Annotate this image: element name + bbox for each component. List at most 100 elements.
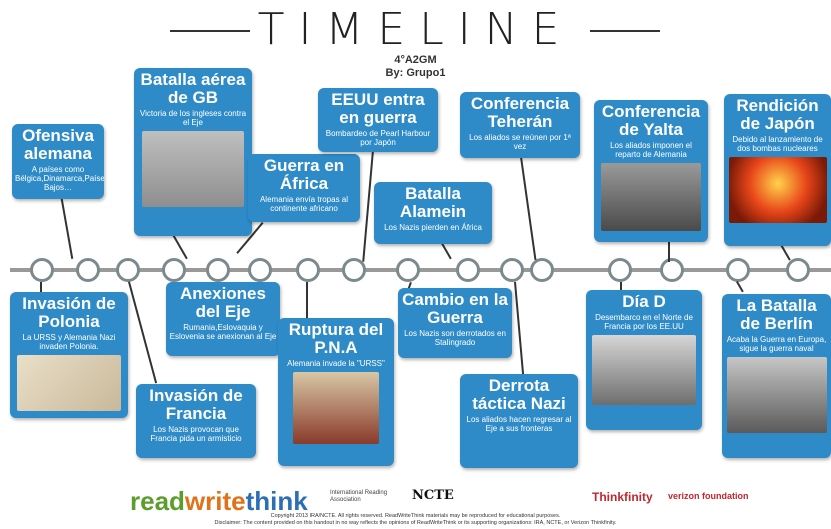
timeline-node bbox=[530, 258, 554, 282]
event-card-cambio[interactable]: Cambio en la Guerra Los Nazis son derrot… bbox=[398, 288, 512, 358]
timeline-node bbox=[30, 258, 54, 282]
event-title: EEUU entra en guerra bbox=[331, 90, 425, 127]
timeline-node bbox=[248, 258, 272, 282]
class-label: 4°A2GM bbox=[394, 54, 437, 66]
timeline-axis bbox=[10, 268, 831, 272]
event-title: Rendición de Japón bbox=[736, 96, 819, 133]
propaganda-poster bbox=[293, 372, 379, 444]
connector bbox=[736, 281, 744, 293]
connector bbox=[780, 244, 791, 261]
event-card-anexiones[interactable]: Anexiones del Eje Rumania,Eslovaquia y E… bbox=[166, 282, 280, 356]
event-desc: Rumania,Eslovaquia y Eslovenia se anexio… bbox=[169, 323, 277, 341]
event-title: Derrota táctica Nazi bbox=[472, 376, 566, 413]
verizon-logo[interactable]: verizon foundation bbox=[668, 491, 749, 501]
event-title: Invasión de Polonia bbox=[22, 294, 116, 331]
connector bbox=[60, 194, 74, 260]
explosion-photo bbox=[728, 157, 827, 223]
timeline-node bbox=[162, 258, 186, 282]
connector bbox=[306, 282, 308, 322]
connector bbox=[172, 234, 188, 260]
event-title: Batalla Alamein bbox=[399, 184, 467, 221]
event-desc: La URSS y Alemania Nazi invaden Polonia. bbox=[22, 333, 116, 351]
event-desc: Los Nazis son derrotados en Stalingrado bbox=[404, 329, 506, 347]
event-desc: Los Nazis provocan que Francia pida un a… bbox=[150, 425, 242, 443]
event-desc: Desembarco en el Norte de Francia por lo… bbox=[595, 313, 693, 331]
event-card-ofensiva[interactable]: Ofensiva alemana A países como Bélgica,D… bbox=[12, 124, 104, 199]
timeline-node bbox=[116, 258, 140, 282]
event-desc: Debido al lanzamiento de dos bombas nucl… bbox=[732, 135, 823, 153]
event-title: Invasión de Francia bbox=[149, 386, 243, 423]
connector bbox=[362, 150, 374, 262]
event-card-pna[interactable]: Ruptura del P.N.A Alemania invade la "UR… bbox=[278, 318, 394, 466]
connector bbox=[668, 242, 670, 262]
event-desc: Alemania invade la "URSS" bbox=[287, 359, 385, 368]
connector bbox=[128, 281, 158, 384]
connector bbox=[620, 282, 622, 294]
copyright-notice: Copyright 2013 IRA/NCTE. All rights rese… bbox=[0, 513, 831, 527]
event-desc: Los aliados imponen el reparto de Aleman… bbox=[610, 141, 692, 159]
disclaimer-text: Disclaimer: The content provided on this… bbox=[214, 520, 617, 526]
event-card-alamein[interactable]: Batalla Alamein Los Nazis pierden en Áfr… bbox=[374, 182, 492, 244]
readwritethink-logo[interactable]: readwritethink bbox=[130, 486, 308, 517]
event-title: Ofensiva alemana bbox=[22, 126, 94, 163]
timeline-node bbox=[76, 258, 100, 282]
event-desc: Los Nazis pierden en África bbox=[384, 223, 482, 232]
timeline-node bbox=[660, 258, 684, 282]
event-card-derrota[interactable]: Derrota táctica Nazi Los aliados hacen r… bbox=[460, 374, 578, 468]
event-desc: Los aliados hacen regresar al Eje a sus … bbox=[466, 415, 572, 433]
reichstag-photo bbox=[726, 357, 827, 433]
event-card-teheran[interactable]: Conferencia Teherán Los aliados se reúne… bbox=[460, 92, 580, 158]
bombers-photo bbox=[142, 131, 244, 207]
logo-think: think bbox=[245, 486, 308, 516]
event-title: Anexiones del Eje bbox=[180, 284, 266, 321]
timeline-node bbox=[608, 258, 632, 282]
event-card-japon[interactable]: Rendición de Japón Debido al lanzamiento… bbox=[724, 94, 831, 246]
event-desc: Los aliados se reúnen por 1ª vez bbox=[469, 133, 571, 151]
event-title: Ruptura del P.N.A bbox=[288, 320, 384, 357]
event-card-guerra-africa[interactable]: Guerra en África Alemania envía tropas a… bbox=[248, 154, 360, 222]
timeline-node bbox=[786, 258, 810, 282]
author-label: By: Grupo1 bbox=[385, 67, 446, 79]
timeline-node bbox=[456, 258, 480, 282]
event-card-polonia[interactable]: Invasión de Polonia La URSS y Alemania N… bbox=[10, 292, 128, 418]
title-rule-right bbox=[590, 30, 660, 32]
timeline-node bbox=[396, 258, 420, 282]
timeline-node bbox=[206, 258, 230, 282]
title-rule-left bbox=[170, 30, 250, 32]
connector bbox=[514, 281, 525, 377]
event-card-diad[interactable]: Día D Desembarco en el Norte de Francia … bbox=[586, 290, 702, 430]
event-title: La Batalla de Berlín bbox=[736, 296, 817, 333]
ncte-logo[interactable]: NCTE bbox=[412, 488, 454, 503]
event-card-francia[interactable]: Invasión de Francia Los Nazis provocan q… bbox=[136, 384, 256, 458]
thinkfinity-logo[interactable]: Thinkfinity bbox=[592, 490, 653, 504]
event-desc: Alemania envía tropas al continente afri… bbox=[259, 195, 349, 213]
event-title: Día D bbox=[622, 292, 666, 311]
event-title: Conferencia de Yalta bbox=[601, 102, 701, 139]
event-card-batalla-gb[interactable]: Batalla aérea de GB Victoria de los ingl… bbox=[134, 68, 252, 236]
ira-logo[interactable]: International Reading Association bbox=[330, 490, 388, 503]
yalta-photo bbox=[601, 163, 701, 231]
event-card-berlin[interactable]: La Batalla de Berlín Acaba la Guerra en … bbox=[722, 294, 831, 458]
event-desc: Bombardeo de Pearl Harbour por Japón bbox=[325, 129, 431, 147]
event-title: Batalla aérea de GB bbox=[140, 70, 246, 107]
event-card-yalta[interactable]: Conferencia de Yalta Los aliados imponen… bbox=[594, 100, 708, 242]
logo-write: write bbox=[184, 486, 246, 516]
connector bbox=[40, 282, 42, 296]
event-title: Conferencia Teherán bbox=[470, 94, 570, 131]
event-desc: Victoria de los ingleses contra el Eje bbox=[139, 109, 247, 127]
landing-photo bbox=[592, 335, 696, 405]
map-image bbox=[17, 355, 121, 411]
event-card-eeuu[interactable]: EEUU entra en guerra Bombardeo de Pearl … bbox=[318, 88, 438, 152]
event-desc: A países como Bélgica,Dinamarca,Países B… bbox=[15, 165, 104, 192]
event-title: Cambio en la Guerra bbox=[402, 290, 508, 327]
timeline-node bbox=[726, 258, 750, 282]
timeline-title: TIMELINE bbox=[257, 4, 574, 55]
timeline-node bbox=[342, 258, 366, 282]
logo-read: read bbox=[130, 486, 185, 516]
timeline-node bbox=[500, 258, 524, 282]
timeline-node bbox=[296, 258, 320, 282]
event-title: Guerra en África bbox=[263, 156, 345, 193]
subtitle: 4°A2GM By: Grupo1 bbox=[0, 54, 831, 80]
connector bbox=[520, 156, 537, 260]
event-desc: Acaba la Guerra en Europa, sigue la guer… bbox=[726, 335, 827, 353]
